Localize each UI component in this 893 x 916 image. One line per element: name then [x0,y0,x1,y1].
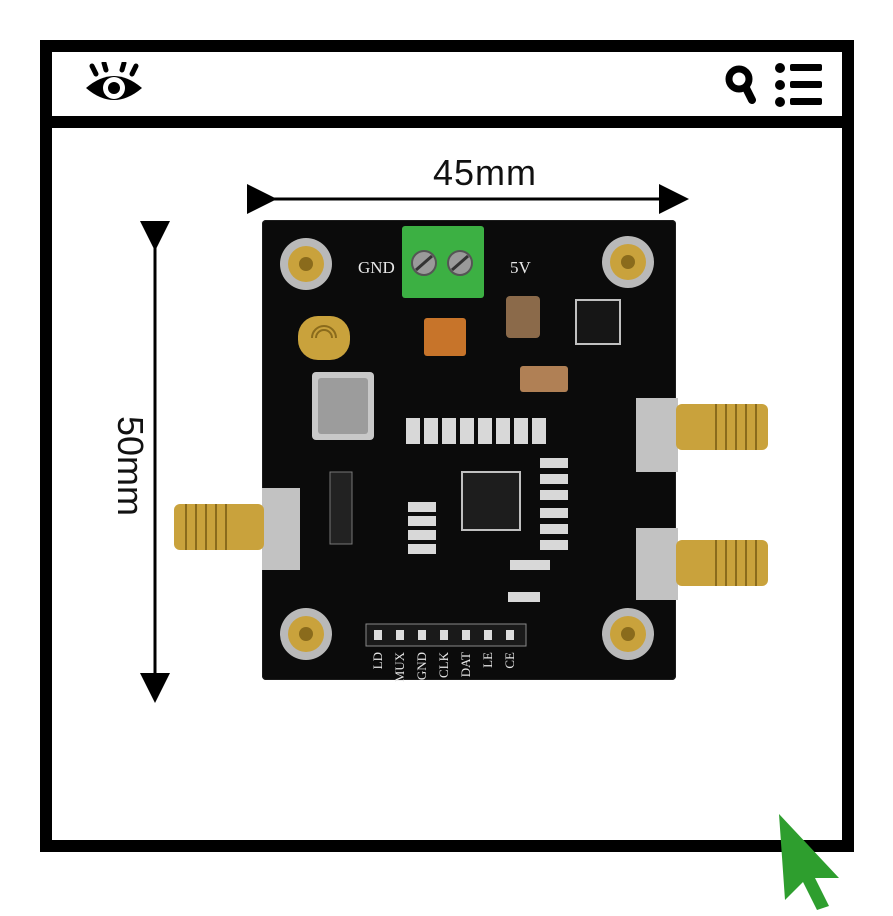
browser-toolbar [52,52,842,128]
pin-label: LE [480,652,495,668]
mounting-hole [280,608,332,660]
screw-terminal [402,226,484,298]
pin-label: MUX [392,652,407,683]
pin-label: GND [414,652,429,681]
inductor [506,296,540,338]
width-dimension-label: 45mm [432,152,538,193]
sma-connector-left [174,488,300,570]
crystal-oscillator [312,372,374,440]
sma-connector-top-right [636,398,768,472]
pin-label: LD [370,652,385,670]
antenna-pad [298,316,350,360]
tantalum-capacitor [520,366,568,392]
passive-components [406,418,568,602]
search-icon[interactable] [724,64,758,109]
jumper-header [329,471,353,545]
5v-label: 5V [510,258,531,277]
mounting-hole [602,608,654,660]
regulator-chip [575,299,621,345]
mounting-hole [602,236,654,288]
pll-chip [461,471,521,531]
pin-label: DAT [458,652,473,678]
pin-label: CE [502,652,517,669]
pin-header [365,623,527,647]
gnd-label: GND [358,258,395,277]
menu-list-icon[interactable] [774,62,824,113]
pin-label: CLK [436,652,451,678]
mounting-hole [280,238,332,290]
sma-connector-bottom-right [636,528,768,600]
mouse-cursor-icon [779,814,839,910]
eye-icon[interactable] [82,60,146,111]
ferrite-component [424,318,466,356]
